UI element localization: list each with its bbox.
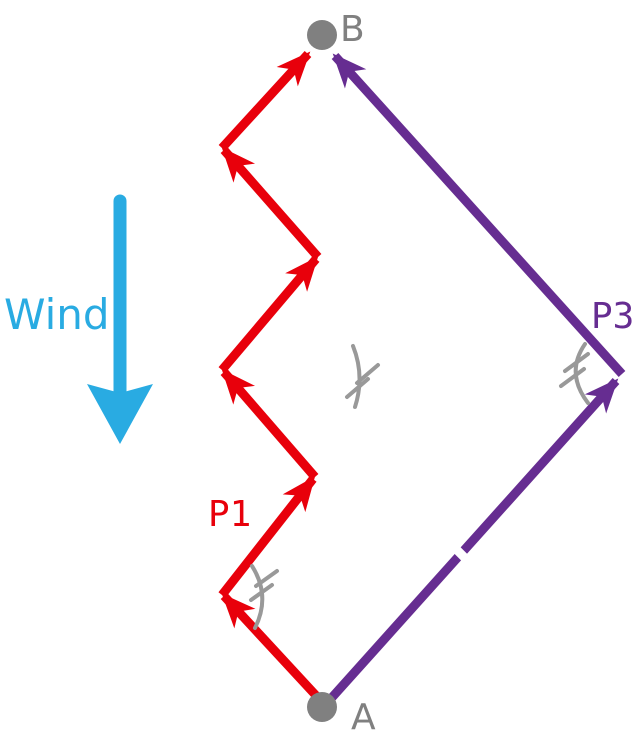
route-p3-two-leg: P3 bbox=[323, 52, 634, 707]
angle-arc bbox=[250, 564, 265, 630]
p1-segment-4 bbox=[218, 256, 320, 373]
p1-segment-2 bbox=[218, 476, 317, 598]
angle-tick-1 bbox=[355, 363, 380, 385]
angle-mark-right bbox=[559, 342, 590, 405]
wind-indicator: Wind bbox=[4, 194, 153, 444]
endpoints: B A bbox=[307, 9, 376, 738]
p3-label: P3 bbox=[591, 296, 634, 337]
p1-segment-6 bbox=[218, 50, 312, 152]
angle-tick-2 bbox=[249, 583, 274, 602]
point-b-label: B bbox=[340, 9, 365, 50]
angle-mark-lower-left bbox=[249, 564, 279, 630]
angle-mark-middle bbox=[345, 344, 380, 409]
p3-segment-2 bbox=[331, 52, 626, 378]
angle-tick-2 bbox=[559, 367, 586, 388]
point-a-label: A bbox=[351, 697, 376, 738]
p1-segment-5 bbox=[220, 147, 322, 260]
angle-arc bbox=[351, 344, 362, 409]
angle-tick-1 bbox=[563, 352, 590, 373]
point-a-dot bbox=[307, 692, 337, 722]
p1-segment-1 bbox=[220, 592, 326, 706]
wind-arrow-head-icon bbox=[87, 384, 153, 444]
angle-tick-1 bbox=[254, 569, 279, 588]
p3-segment-1 bbox=[323, 377, 620, 707]
angle-tick-2 bbox=[345, 377, 370, 399]
point-b-dot bbox=[307, 20, 337, 50]
p3-line-break-mark bbox=[447, 540, 475, 568]
wind-label: Wind bbox=[4, 290, 110, 339]
p1-label: P1 bbox=[208, 494, 251, 535]
route-p1-zigzag: P1 bbox=[208, 50, 326, 706]
p1-segment-3 bbox=[220, 369, 319, 480]
